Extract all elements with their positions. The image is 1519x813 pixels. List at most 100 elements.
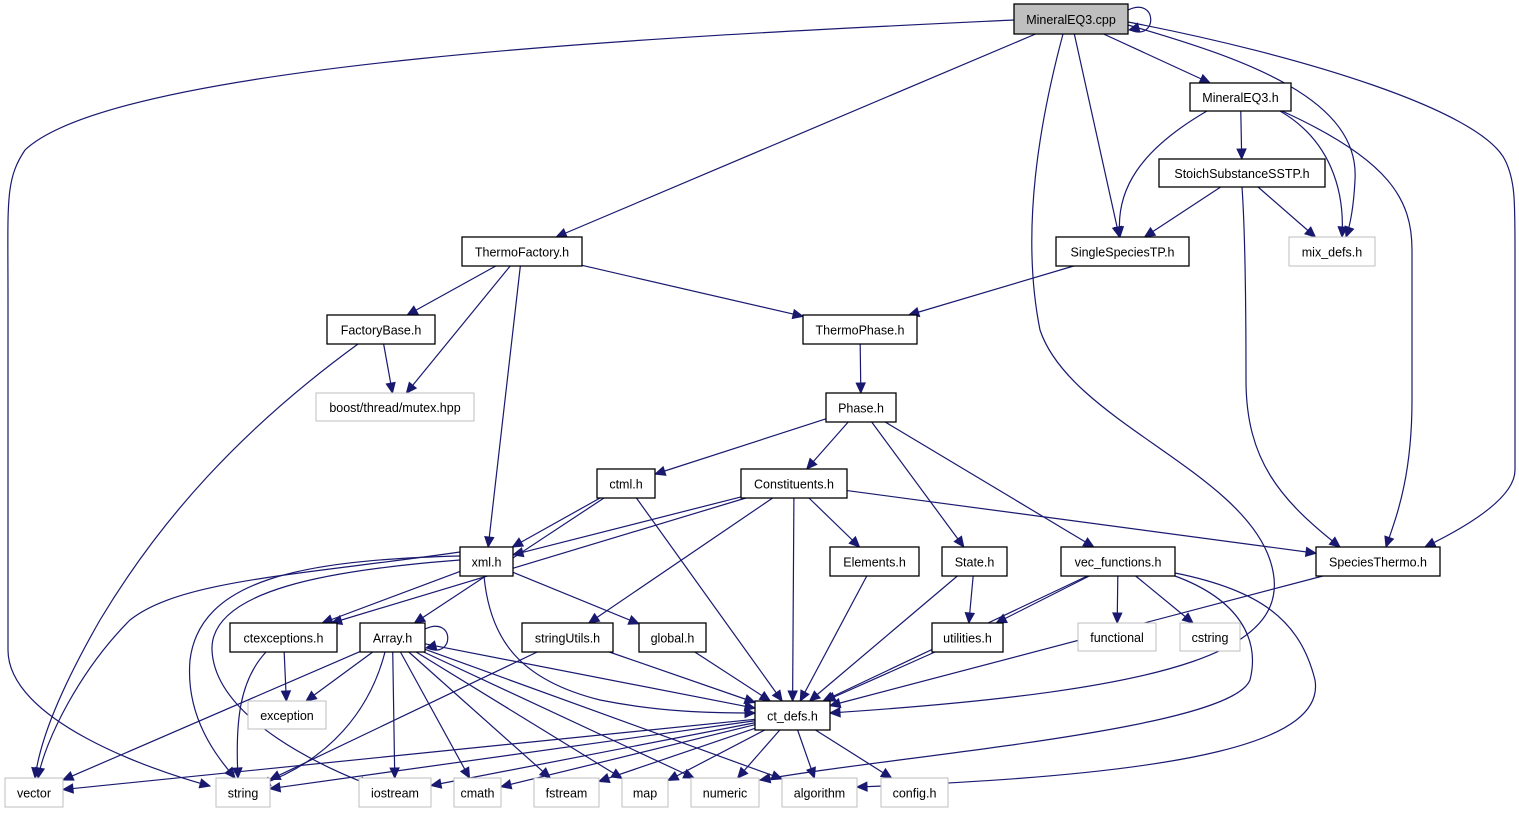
node-phase-h[interactable]: Phase.h — [825, 392, 897, 423]
node-box — [1077, 622, 1157, 652]
edge-xml_h-to-ctexceptions_h — [321, 570, 461, 625]
node-box — [740, 468, 848, 499]
node-singlespeciestp-h[interactable]: SingleSpeciesTP.h — [1055, 236, 1190, 267]
edge-arrowhead-ct_defs_h-to-vector — [61, 783, 74, 794]
edge-arrowhead-ct_defs_h-to-numeric — [736, 766, 749, 779]
node-fstream: fstream — [533, 777, 600, 808]
edge-arrowhead-Phase_h-to-State_h — [953, 535, 965, 548]
node-global-h[interactable]: global.h — [638, 622, 707, 653]
node-box — [1179, 622, 1241, 652]
node-label: MineralEQ3.cpp — [1026, 13, 1116, 27]
node-label: cmath — [460, 787, 494, 801]
node-factorybase-h[interactable]: FactoryBase.h — [326, 314, 436, 345]
node-vec-functions-h[interactable]: vec_functions.h — [1060, 546, 1176, 577]
node-thermophase-h[interactable]: ThermoPhase.h — [802, 314, 918, 345]
node-box — [941, 546, 1008, 577]
edge-Array_h-to-cmath — [399, 651, 471, 780]
node-stoichsubstancesstp-h[interactable]: StoichSubstanceSSTP.h — [1158, 158, 1326, 188]
node-box — [880, 777, 949, 808]
edge-MineralEQ3_h-to-mix_defs_h — [1279, 110, 1348, 239]
edge-Array_h-to-iostream — [389, 651, 400, 780]
node-utilities-h[interactable]: utilities.h — [931, 622, 1004, 653]
node-boost-mutex: boost/thread/mutex.hpp — [315, 392, 475, 422]
edge-ThermoPhase_h-to-Phase_h — [855, 343, 866, 395]
edge-arrowhead-MineralEQ3_h-to-mix_defs_h — [1337, 226, 1348, 239]
node-ctexceptions-h[interactable]: ctexceptions.h — [229, 622, 338, 653]
edge-arrowhead-xml_h-to-global_h — [627, 614, 641, 625]
node-box — [825, 392, 897, 423]
edge-line — [269, 651, 538, 781]
edge-line — [556, 33, 1036, 238]
edge-ct_defs_h-to-map — [666, 729, 766, 782]
node-box — [1315, 546, 1441, 577]
node-state-h[interactable]: State.h — [941, 546, 1008, 577]
edge-line — [1144, 186, 1222, 238]
node-label: stringUtils.h — [535, 632, 600, 646]
edge-arrowhead-vec_functions_h-to-functional — [1112, 612, 1123, 625]
edge-line — [824, 651, 936, 702]
edge-line — [487, 265, 521, 548]
edge-arrowhead-StoichSubstanceSSTP_h-to-SingleSpeciesTP_h — [1143, 226, 1157, 238]
edge-arrowhead-Array_h-to-iostream — [389, 767, 400, 780]
edge-arrowhead-ct_defs_h-to-config_h — [879, 767, 893, 779]
node-box — [1013, 3, 1129, 35]
edge-line — [424, 643, 756, 709]
node-thermofactory-h[interactable]: ThermoFactory.h — [461, 236, 583, 267]
edge-arrowhead-Array_h-to-cmath — [459, 766, 471, 780]
edge-line — [392, 651, 396, 779]
edge-line — [856, 572, 1317, 788]
edge-arrowhead-global_h-to-ct_defs_h — [758, 690, 772, 702]
edge-StoichSubstanceSSTP_h-to-mix_defs_h — [1257, 186, 1317, 238]
edge-arrowhead-ct_defs_h-to-iostream — [429, 778, 443, 789]
node-box — [1189, 82, 1292, 112]
edge-arrowhead-Constituents_h-to-xml_h — [511, 547, 525, 558]
edge-StoichSubstanceSSTP_h-to-SpeciesThermo_h — [1241, 186, 1341, 548]
node-string: string — [215, 777, 271, 808]
node-array-h[interactable]: Array.h — [359, 622, 426, 653]
edge-vec_functions_h-to-algorithm — [855, 572, 1317, 792]
edge-line — [808, 497, 860, 548]
node-box — [453, 777, 502, 808]
node-mineraleq3-cpp[interactable]: MineralEQ3.cpp — [1013, 3, 1129, 35]
node-label: Constituents.h — [754, 478, 834, 492]
edge-arrowhead-MineralEQ3_cpp-to-string — [198, 778, 212, 789]
edge-SpeciesThermo_h-to-ct_defs_h — [828, 575, 1324, 709]
edge-arrowhead-MineralEQ3_cpp-to-mix_defs_h — [1344, 225, 1355, 239]
edge-arrowhead-ct_defs_h-to-cmath — [499, 779, 513, 790]
node-mix-defs-h: mix_defs.h — [1288, 236, 1376, 267]
node-constituents-h[interactable]: Constituents.h — [740, 468, 848, 499]
edge-line — [512, 571, 640, 625]
edge-line — [829, 33, 1275, 714]
edge-line — [512, 497, 601, 548]
edge-line — [799, 575, 868, 702]
edge-line — [1127, 24, 1356, 238]
edge-line — [269, 720, 756, 790]
node-ctml-h[interactable]: ctml.h — [596, 468, 656, 499]
node-ct-defs-h[interactable]: ct_defs.h — [754, 700, 831, 731]
edge-line — [871, 421, 965, 548]
node-elements-h[interactable]: Elements.h — [829, 546, 920, 577]
node-label: functional — [1090, 631, 1144, 645]
edge-Constituents_h-to-ctexceptions_h — [330, 497, 747, 626]
edge-Array_h-to-ct_defs_h — [424, 643, 757, 712]
edge-MineralEQ3_cpp-to-SpeciesThermo_h — [1127, 21, 1516, 548]
edge-Phase_h-to-ctml_h — [653, 418, 827, 476]
edge-ct_defs_h-to-fstream — [597, 727, 756, 784]
edge-MineralEQ3_cpp-to-string — [7, 19, 1015, 789]
node-xml-h[interactable]: xml.h — [459, 546, 514, 577]
edge-arrowhead-vec_functions_h-to-numeric — [758, 772, 772, 784]
edge-line — [500, 724, 756, 788]
node-box — [621, 777, 669, 808]
node-box — [533, 777, 600, 808]
node-stringutils-h[interactable]: stringUtils.h — [521, 622, 614, 653]
node-mineraleq3-h[interactable]: MineralEQ3.h — [1189, 82, 1292, 112]
node-label: iostream — [371, 787, 419, 801]
edge-Array_h-to-numeric — [423, 651, 695, 779]
node-speciesthermo-h[interactable]: SpeciesThermo.h — [1315, 546, 1441, 577]
node-box — [1158, 158, 1326, 188]
edge-line — [188, 555, 461, 779]
edge-line — [406, 265, 497, 316]
edge-vec_functions_h-to-utilities_h — [995, 575, 1090, 624]
edge-arrowhead-ThermoFactory_h-to-boost_mutex — [405, 381, 418, 394]
edge-Constituents_h-to-xml_h — [511, 496, 742, 558]
